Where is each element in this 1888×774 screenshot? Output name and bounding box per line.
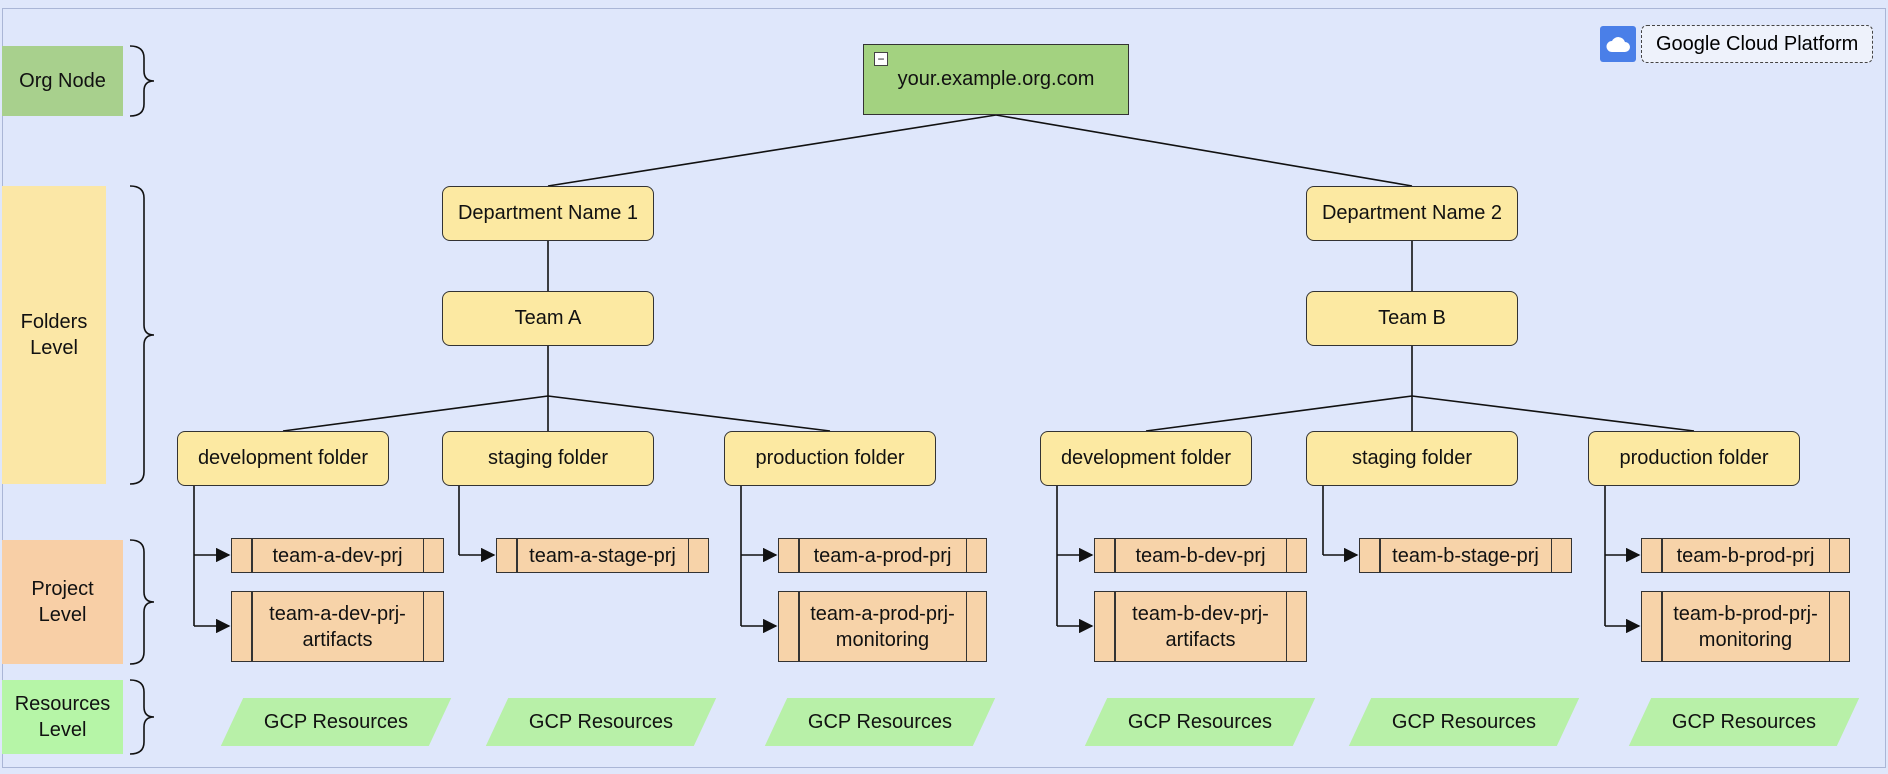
resources-node-a-staging[interactable]: GCP Resources — [485, 698, 717, 746]
resources-label: GCP Resources — [1127, 710, 1273, 733]
edge-team-to-folder — [282, 395, 549, 432]
resources-node-b-staging[interactable]: GCP Resources — [1348, 698, 1580, 746]
level-label-project: Project Level — [31, 578, 94, 626]
level-band-project: Project Level — [2, 540, 123, 664]
project-node-team-b-dev-prj[interactable]: team-b-dev-prj — [1094, 538, 1307, 573]
project-label: team-a-dev-prj — [272, 544, 403, 567]
project-node-team-b-prod-prj-monitoring[interactable]: team-b-prod-prj-monitoring — [1641, 591, 1850, 662]
project-node-team-b-prod-prj[interactable]: team-b-prod-prj — [1641, 538, 1850, 573]
project-label: team-a-stage-prj — [529, 544, 676, 567]
project-node-team-a-dev-prj-artifacts[interactable]: team-a-dev-prj-artifacts — [231, 591, 444, 662]
org-node-label: your.example.org.com — [897, 68, 1095, 90]
project-node-team-a-dev-prj[interactable]: team-a-dev-prj — [231, 538, 444, 573]
resources-node-a-production[interactable]: GCP Resources — [764, 698, 996, 746]
project-node-team-b-stage-prj[interactable]: team-b-stage-prj — [1359, 538, 1572, 573]
folder-node-a-production[interactable]: production folder — [724, 431, 936, 486]
project-node-team-a-prod-prj-monitoring[interactable]: team-a-prod-prj-monitoring — [778, 591, 987, 662]
edge-org-to-department-2 — [995, 114, 1413, 187]
team-label: Team B — [1378, 307, 1446, 329]
edge-org-to-department-1 — [547, 114, 997, 187]
edge-team-to-folder — [1411, 395, 1695, 432]
project-node-team-a-stage-prj[interactable]: team-a-stage-prj — [496, 538, 709, 573]
gcp-badge-label: Google Cloud Platform — [1641, 25, 1874, 63]
folder-label: staging folder — [487, 447, 609, 469]
level-label-folders: Folders Level — [20, 311, 88, 359]
project-label: team-b-dev-prj — [1135, 544, 1266, 567]
resources-label: GCP Resources — [1671, 710, 1817, 733]
department-node-1[interactable]: Department Name 1 — [442, 186, 654, 241]
level-band-resources: Resources Level — [2, 680, 123, 754]
brace-project-level — [129, 539, 155, 665]
gcp-badge: Google Cloud Platform — [1600, 25, 1874, 63]
level-label-org: Org Node — [19, 70, 106, 92]
project-node-team-a-prod-prj[interactable]: team-a-prod-prj — [778, 538, 987, 573]
folder-label: development folder — [1060, 447, 1232, 469]
resources-node-b-production[interactable]: GCP Resources — [1628, 698, 1860, 746]
project-label: team-b-prod-prj — [1676, 544, 1815, 567]
folder-label: production folder — [755, 447, 905, 469]
edge-team-to-folder — [1145, 395, 1413, 432]
brace-folders-level — [129, 185, 155, 485]
team-node-b[interactable]: Team B — [1306, 291, 1518, 346]
project-label: team-a-prod-prj — [813, 544, 952, 567]
folder-node-b-staging[interactable]: staging folder — [1306, 431, 1518, 486]
project-label: team-a-dev-prj-artifacts — [269, 602, 406, 651]
folder-node-a-staging[interactable]: staging folder — [442, 431, 654, 486]
project-node-team-b-dev-prj-artifacts[interactable]: team-b-dev-prj-artifacts — [1094, 591, 1307, 662]
folder-label: staging folder — [1351, 447, 1473, 469]
folder-node-b-development[interactable]: development folder — [1040, 431, 1252, 486]
collapse-toggle-icon[interactable]: − — [874, 52, 888, 66]
department-label: Department Name 2 — [1321, 202, 1503, 224]
folder-node-b-production[interactable]: production folder — [1588, 431, 1800, 486]
org-node[interactable]: − your.example.org.com — [863, 44, 1129, 115]
project-label: team-b-dev-prj-artifacts — [1132, 602, 1269, 651]
resources-node-b-development[interactable]: GCP Resources — [1084, 698, 1316, 746]
resources-node-a-development[interactable]: GCP Resources — [220, 698, 452, 746]
cloud-icon — [1600, 26, 1636, 62]
folder-label: production folder — [1619, 447, 1769, 469]
department-label: Department Name 1 — [457, 202, 639, 224]
folder-node-a-development[interactable]: development folder — [177, 431, 389, 486]
resources-label: GCP Resources — [528, 710, 674, 733]
edge-team-to-folder — [547, 395, 831, 432]
project-label: team-b-stage-prj — [1392, 544, 1539, 567]
level-label-resources: Resources Level — [14, 693, 111, 741]
brace-resources-level — [129, 679, 155, 755]
resources-label: GCP Resources — [1391, 710, 1537, 733]
project-label: team-a-prod-prj-monitoring — [810, 602, 955, 651]
folder-label: development folder — [197, 447, 369, 469]
level-band-org: Org Node — [2, 46, 123, 116]
team-label: Team A — [514, 307, 582, 329]
brace-org-level — [129, 45, 155, 117]
resources-label: GCP Resources — [807, 710, 953, 733]
project-label: team-b-prod-prj-monitoring — [1673, 602, 1818, 651]
team-node-a[interactable]: Team A — [442, 291, 654, 346]
level-band-folders: Folders Level — [2, 186, 106, 484]
department-node-2[interactable]: Department Name 2 — [1306, 186, 1518, 241]
resources-label: GCP Resources — [263, 710, 409, 733]
